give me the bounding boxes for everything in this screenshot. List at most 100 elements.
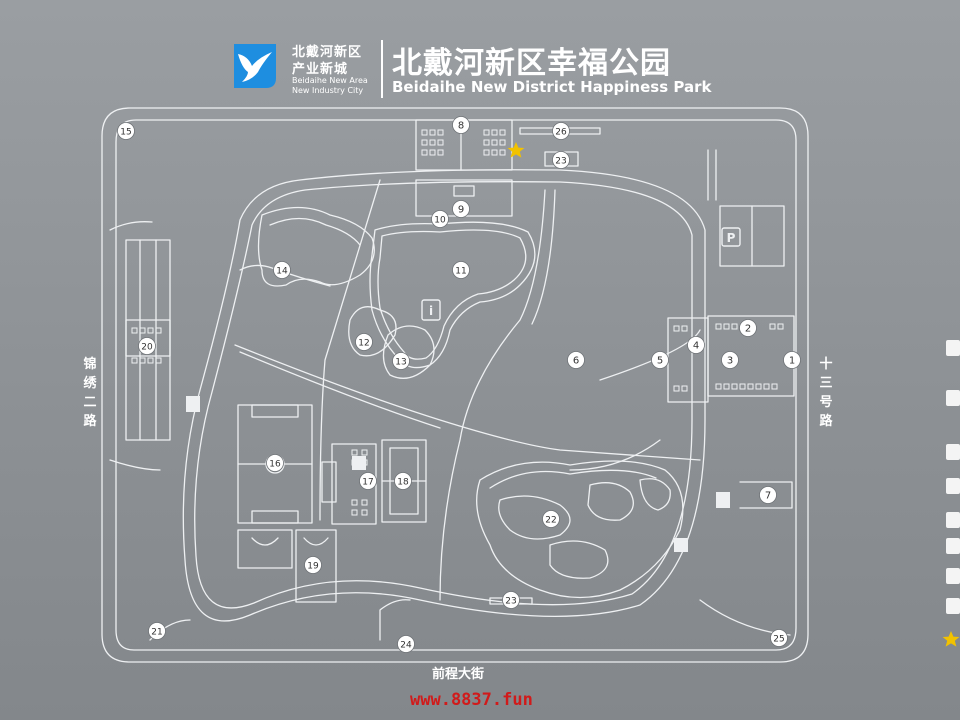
poi-marker-number: 22 [545, 516, 556, 526]
poi-marker-number: 17 [362, 478, 373, 488]
grid-building-2-3 [673, 323, 784, 392]
park-title-cn: 北戴河新区幸福公园 [392, 46, 671, 81]
poi-marker-number: 25 [773, 635, 784, 645]
park-title-en: Beidaihe New District Happiness Park [392, 78, 712, 96]
grid-building-8 [421, 129, 506, 156]
poi-marker-number: 11 [455, 267, 466, 277]
org-name-en-line1: Beidaihe New Area [292, 76, 368, 85]
legend-swatch [946, 598, 960, 614]
outer-road-outer [101, 107, 809, 663]
poi-marker-13: 13 [392, 352, 410, 370]
poi-marker-circle [552, 122, 570, 140]
poi-marker-25: 25 [770, 629, 788, 647]
lake-outline [369, 221, 536, 369]
poi-marker-circle [148, 622, 166, 640]
org-name-en-line2: New Industry City [292, 86, 364, 95]
poi-marker-number: 5 [657, 356, 663, 367]
poi-marker-number: 21 [151, 628, 162, 638]
poi-marker-circle [502, 591, 520, 609]
poi-marker-circle [452, 200, 470, 218]
poi-marker-circle [273, 261, 291, 279]
poi-marker-circle [552, 151, 570, 169]
poi-marker-17: 17 [359, 472, 377, 490]
poi-marker-circle [397, 635, 415, 653]
watermark-text: www.8837.fun [410, 690, 533, 710]
info-letter: i [429, 304, 433, 318]
poi-marker-9: 9 [452, 200, 470, 218]
legend-swatch [946, 538, 960, 554]
poi-marker-number: 15 [120, 128, 131, 138]
poi-marker-15: 15 [117, 122, 135, 140]
poi-marker-21: 21 [148, 622, 166, 640]
poi-marker-circle [359, 472, 377, 490]
legend-swatch [946, 568, 960, 584]
header-divider [381, 40, 383, 98]
poi-marker-number: 20 [141, 343, 153, 353]
poi-marker-number: 24 [400, 641, 412, 651]
bird-logo-icon [234, 44, 276, 88]
restroom-icon [352, 456, 688, 552]
poi-marker-number: 19 [307, 562, 319, 572]
poi-marker-number: 1 [789, 356, 795, 367]
poi-marker-circle [452, 116, 470, 134]
poi-marker-circle [266, 454, 284, 472]
poi-marker-number: 23 [555, 157, 566, 167]
legend-swatch [946, 478, 960, 494]
poi-marker-number: 12 [358, 339, 369, 349]
poi-marker-number: 6 [573, 356, 579, 367]
road-label-right: 十三号路 [819, 357, 833, 429]
poi-marker-circle [355, 333, 373, 351]
poi-marker-10: 10 [431, 210, 449, 228]
poi-marker-circle [138, 337, 156, 355]
outer-road-inner [115, 119, 797, 651]
basketball-court-right [295, 529, 337, 603]
poi-marker-6: 6 [567, 351, 585, 369]
poi-marker-19: 19 [304, 556, 322, 574]
poi-marker-8: 8 [452, 116, 470, 134]
poi-marker-number: 8 [458, 121, 464, 132]
poi-marker-circle [739, 319, 757, 337]
poi-marker-4: 4 [687, 336, 705, 354]
legend-swatch [946, 444, 960, 460]
poi-marker-number: 18 [397, 478, 409, 488]
poi-marker-circle [783, 351, 801, 369]
poi-marker-number: 3 [727, 356, 733, 367]
legend-swatch [946, 390, 960, 406]
poi-marker-number: 23 [505, 597, 516, 607]
poi-marker-number: 13 [395, 358, 406, 368]
poi-marker-number: 16 [269, 460, 281, 470]
poi-marker-circle [721, 351, 739, 369]
poi-marker-number: 14 [276, 267, 288, 277]
legend-strip [940, 320, 960, 660]
hiker-icon [186, 396, 730, 508]
poi-marker-7: 7 [759, 486, 777, 504]
info-icon: i [421, 299, 441, 321]
ring-road-inner [194, 181, 693, 609]
poi-marker-5: 5 [651, 351, 669, 369]
grid-building-20 [131, 327, 162, 364]
poi-marker-23: 23 [552, 151, 570, 169]
poi-marker-number: 9 [458, 205, 464, 216]
poi-marker-circle [394, 472, 412, 490]
poi-marker-number: 4 [693, 341, 699, 352]
poi-marker-2: 2 [739, 319, 757, 337]
org-name-cn-line2: 产业新城 [292, 62, 349, 77]
poi-marker-3: 3 [721, 351, 739, 369]
legend-swatch [946, 512, 960, 528]
poi-marker-18: 18 [394, 472, 412, 490]
poi-marker-circle [452, 261, 470, 279]
poi-marker-24: 24 [397, 635, 415, 653]
parking-letter: P [727, 231, 736, 245]
you-are-here-star-icon [507, 142, 525, 158]
basketball-court-left [237, 529, 293, 569]
poi-marker-circle [770, 629, 788, 647]
legend-star-icon [942, 631, 960, 647]
poi-marker-23: 23 [502, 591, 520, 609]
poi-marker-16: 16 [266, 454, 284, 472]
poi-marker-14: 14 [273, 261, 291, 279]
poi-marker-circle [392, 352, 410, 370]
poi-marker-circle [431, 210, 449, 228]
